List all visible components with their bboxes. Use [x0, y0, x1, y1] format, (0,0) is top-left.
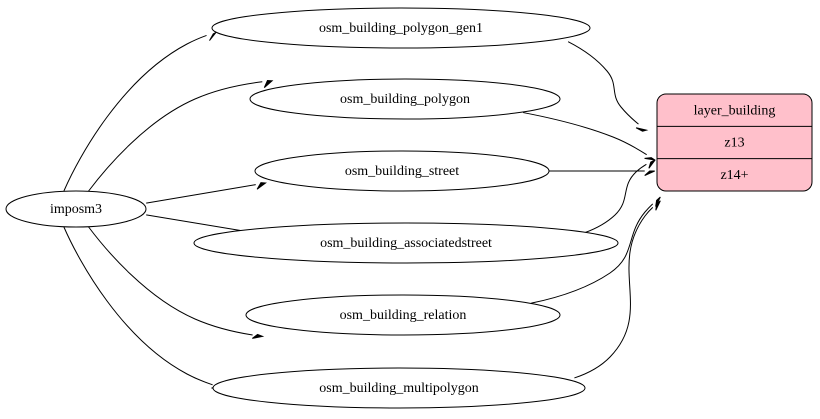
node-osm_building_polygon[interactable]: osm_building_polygon [249, 78, 561, 120]
edge-imposm3-street-line [146, 184, 256, 204]
edge-imposm3-polygon-gen1-line [63, 34, 207, 192]
edge-associatedstreet-z14plus [585, 159, 656, 233]
node-osm_building_multipolygon-label: osm_building_multipolygon [319, 381, 478, 396]
edge-imposm3-relation-line [88, 226, 253, 336]
edge-imposm3-street [146, 182, 267, 204]
edge-imposm3-polygon-gen1 [63, 31, 217, 192]
node-osm_building_relation-shape [245, 294, 561, 336]
edge-imposm3-multipolygon [63, 226, 223, 389]
layer-building-node[interactable]: layer_building z13 z14+ [656, 93, 813, 192]
node-osm_building_relation-label: osm_building_relation [340, 308, 467, 323]
node-osm_building_polygon_gen1-shape [211, 7, 591, 49]
edge-associatedstreet-z14plus-arrowhead [648, 159, 656, 169]
edge-imposm3-street-arrowhead [256, 182, 267, 190]
node-imposm3[interactable]: imposm3 [5, 190, 147, 228]
edge-imposm3-relation-arrowhead [252, 333, 265, 339]
layer-building-zoom-z13-label: z13 [724, 136, 744, 151]
node-osm_building_street-shape [254, 150, 550, 192]
edge-polygon-gen1-z13-line [567, 41, 639, 125]
edge-multipolygon-z14plus-line [574, 207, 654, 379]
ellipse-nodes-group: imposm3 osm_building_polygon_gen1 osm_buil… [5, 7, 619, 409]
edge-relation-z14plus-line [531, 203, 654, 304]
layer-building-zoom-z14plus-label: z14+ [720, 168, 748, 183]
edge-imposm3-relation [88, 226, 265, 339]
node-osm_building_street-label: osm_building_street [345, 164, 459, 179]
edge-imposm3-polygon-arrowhead [263, 79, 274, 88]
node-osm_building_multipolygon[interactable]: osm_building_multipolygon [212, 367, 586, 409]
edge-polygon-z14plus-arrowhead [644, 157, 656, 161]
edge-imposm3-polygon [88, 79, 274, 192]
node-osm_building_polygon-label: osm_building_polygon [340, 92, 470, 107]
edge-imposm3-polygon-line [88, 81, 263, 192]
edge-multipolygon-z14plus-arrowhead [655, 200, 661, 211]
edge-imposm3-associatedstreet-line [146, 214, 248, 233]
node-osm_building_relation[interactable]: osm_building_relation [245, 294, 561, 336]
edge-street-z14plus [549, 170, 655, 176]
node-imposm3-label: imposm3 [50, 202, 102, 217]
edge-polygon-gen1-z13-arrowhead [635, 127, 649, 132]
edge-street-z14plus-arrowhead [644, 170, 655, 176]
node-osm_building_street[interactable]: osm_building_street [254, 150, 550, 192]
node-osm_building_associatedstreet-label: osm_building_associatedstreet [320, 236, 492, 251]
edge-polygon-z14plus-line [523, 112, 647, 156]
node-osm_building_polygon-shape [249, 78, 561, 120]
edge-multipolygon-z14plus [574, 200, 661, 379]
layer-building-box [656, 93, 813, 192]
node-osm_building_multipolygon-shape [212, 367, 586, 409]
layer-building-layer-name-label: layer_building [694, 103, 776, 118]
node-osm_building_polygon_gen1[interactable]: osm_building_polygon_gen1 [211, 7, 591, 49]
edge-imposm3-multipolygon-line [63, 226, 213, 386]
edge-associatedstreet-z14plus-line [585, 163, 647, 233]
edge-polygon-z14plus [523, 112, 656, 161]
edge-polygon-gen1-z13 [567, 41, 649, 132]
node-osm_building_polygon_gen1-label: osm_building_polygon_gen1 [319, 21, 483, 36]
edge-imposm3-polygon-gen1-arrowhead [209, 31, 217, 41]
node-osm_building_associatedstreet-shape [193, 222, 619, 264]
node-imposm3-shape [5, 190, 147, 228]
node-osm_building_associatedstreet[interactable]: osm_building_associatedstreet [193, 222, 619, 264]
